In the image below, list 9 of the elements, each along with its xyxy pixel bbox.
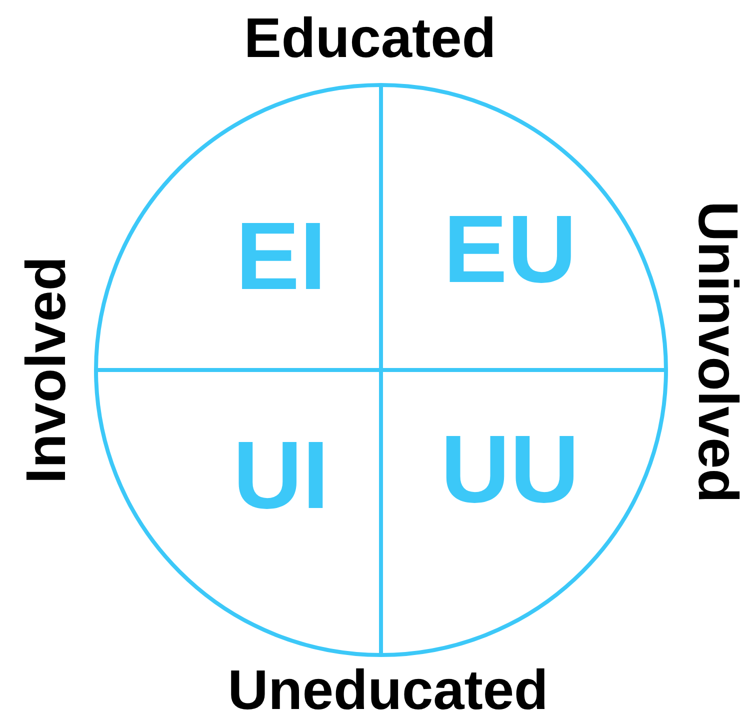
axis-label: Educated — [244, 10, 496, 66]
quadrant-code: UI — [233, 428, 329, 524]
axis-label: Involved — [18, 256, 74, 484]
axis-label: Uninvolved — [690, 201, 746, 503]
quadrant-code: UU — [440, 422, 580, 518]
quadrant-code: EI — [236, 209, 326, 305]
quadrant-circle — [93, 82, 669, 658]
axis-label: Uneducated — [228, 662, 548, 715]
quadrant-code: EU — [443, 202, 577, 298]
